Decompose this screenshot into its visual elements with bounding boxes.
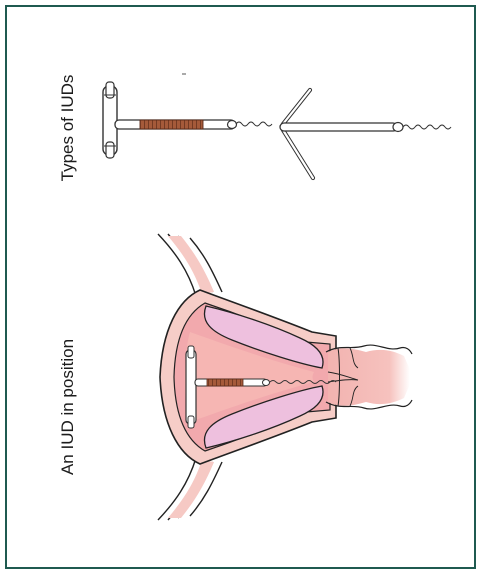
copper-t-iud: [103, 74, 272, 158]
uterus-diagram: [158, 234, 412, 520]
y-shaped-iud: [280, 90, 451, 178]
